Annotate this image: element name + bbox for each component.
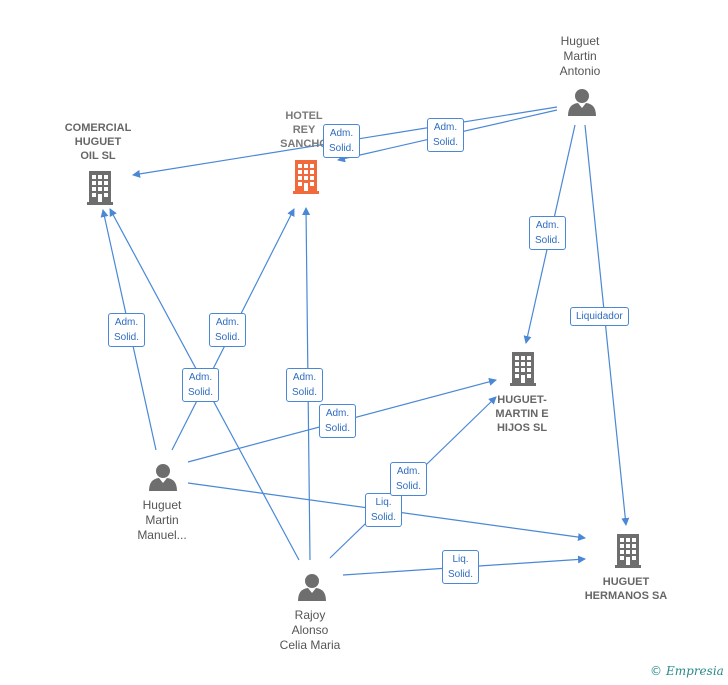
edge-label-rajoy-hotel: Adm. Solid.	[286, 368, 324, 402]
manuel-person-icon	[149, 464, 177, 491]
node-hotel-label[interactable]: HOTEL REY SANCHO	[280, 110, 328, 150]
huguet-martin-hijos-building-icon	[510, 352, 536, 386]
edge-label-manuel-hotel: Adm. Solid.	[209, 313, 247, 347]
edge-label-manuel-huguet-martin-hijos: Adm. Solid.	[319, 404, 357, 438]
node-huguet-hermanos-label[interactable]: HUGUET HERMANOS SA	[584, 576, 668, 602]
rajoy-person-icon	[298, 574, 326, 601]
edge-label-antonio-huguet-martin-hijos: Adm. Solid.	[529, 216, 567, 250]
copyright-symbol: ©	[650, 664, 662, 678]
edge-label-rajoy-comercial: Adm. Solid.	[182, 368, 220, 402]
footer-brand: © Empresia	[650, 664, 724, 678]
edge-label-rajoy-huguet-martin-hijos: Adm. Solid.	[390, 462, 428, 496]
antonio-person-icon	[568, 89, 596, 116]
brand-name: Empresia	[666, 664, 724, 678]
node-manuel-label[interactable]: Huguet Martin Manuel...	[137, 498, 187, 542]
huguet-hermanos-building-icon	[615, 534, 641, 568]
node-antonio-label[interactable]: Huguet Martin Antonio	[559, 34, 601, 78]
edge-label-antonio-comercial: Adm. Solid.	[323, 124, 361, 158]
edge-label-manuel-huguet-hermanos: Liq. Solid.	[365, 493, 403, 527]
edge-label-rajoy-huguet-hermanos: Liq. Solid.	[442, 550, 480, 584]
node-huguet-martin-hijos-label[interactable]: HUGUET- MARTIN E HIJOS SL	[495, 394, 549, 434]
edge-label-antonio-hotel: Adm. Solid.	[427, 118, 465, 152]
comercial-building-icon	[87, 171, 113, 205]
node-comercial-label[interactable]: COMERCIAL HUGUET OIL SL	[64, 122, 132, 162]
edge-label-antonio-huguet-hermanos: Liquidador	[570, 307, 629, 326]
hotel-building-icon	[293, 160, 319, 194]
node-rajoy-label[interactable]: Rajoy Alonso Celia Maria	[279, 608, 341, 652]
edge-label-manuel-comercial: Adm. Solid.	[108, 313, 146, 347]
